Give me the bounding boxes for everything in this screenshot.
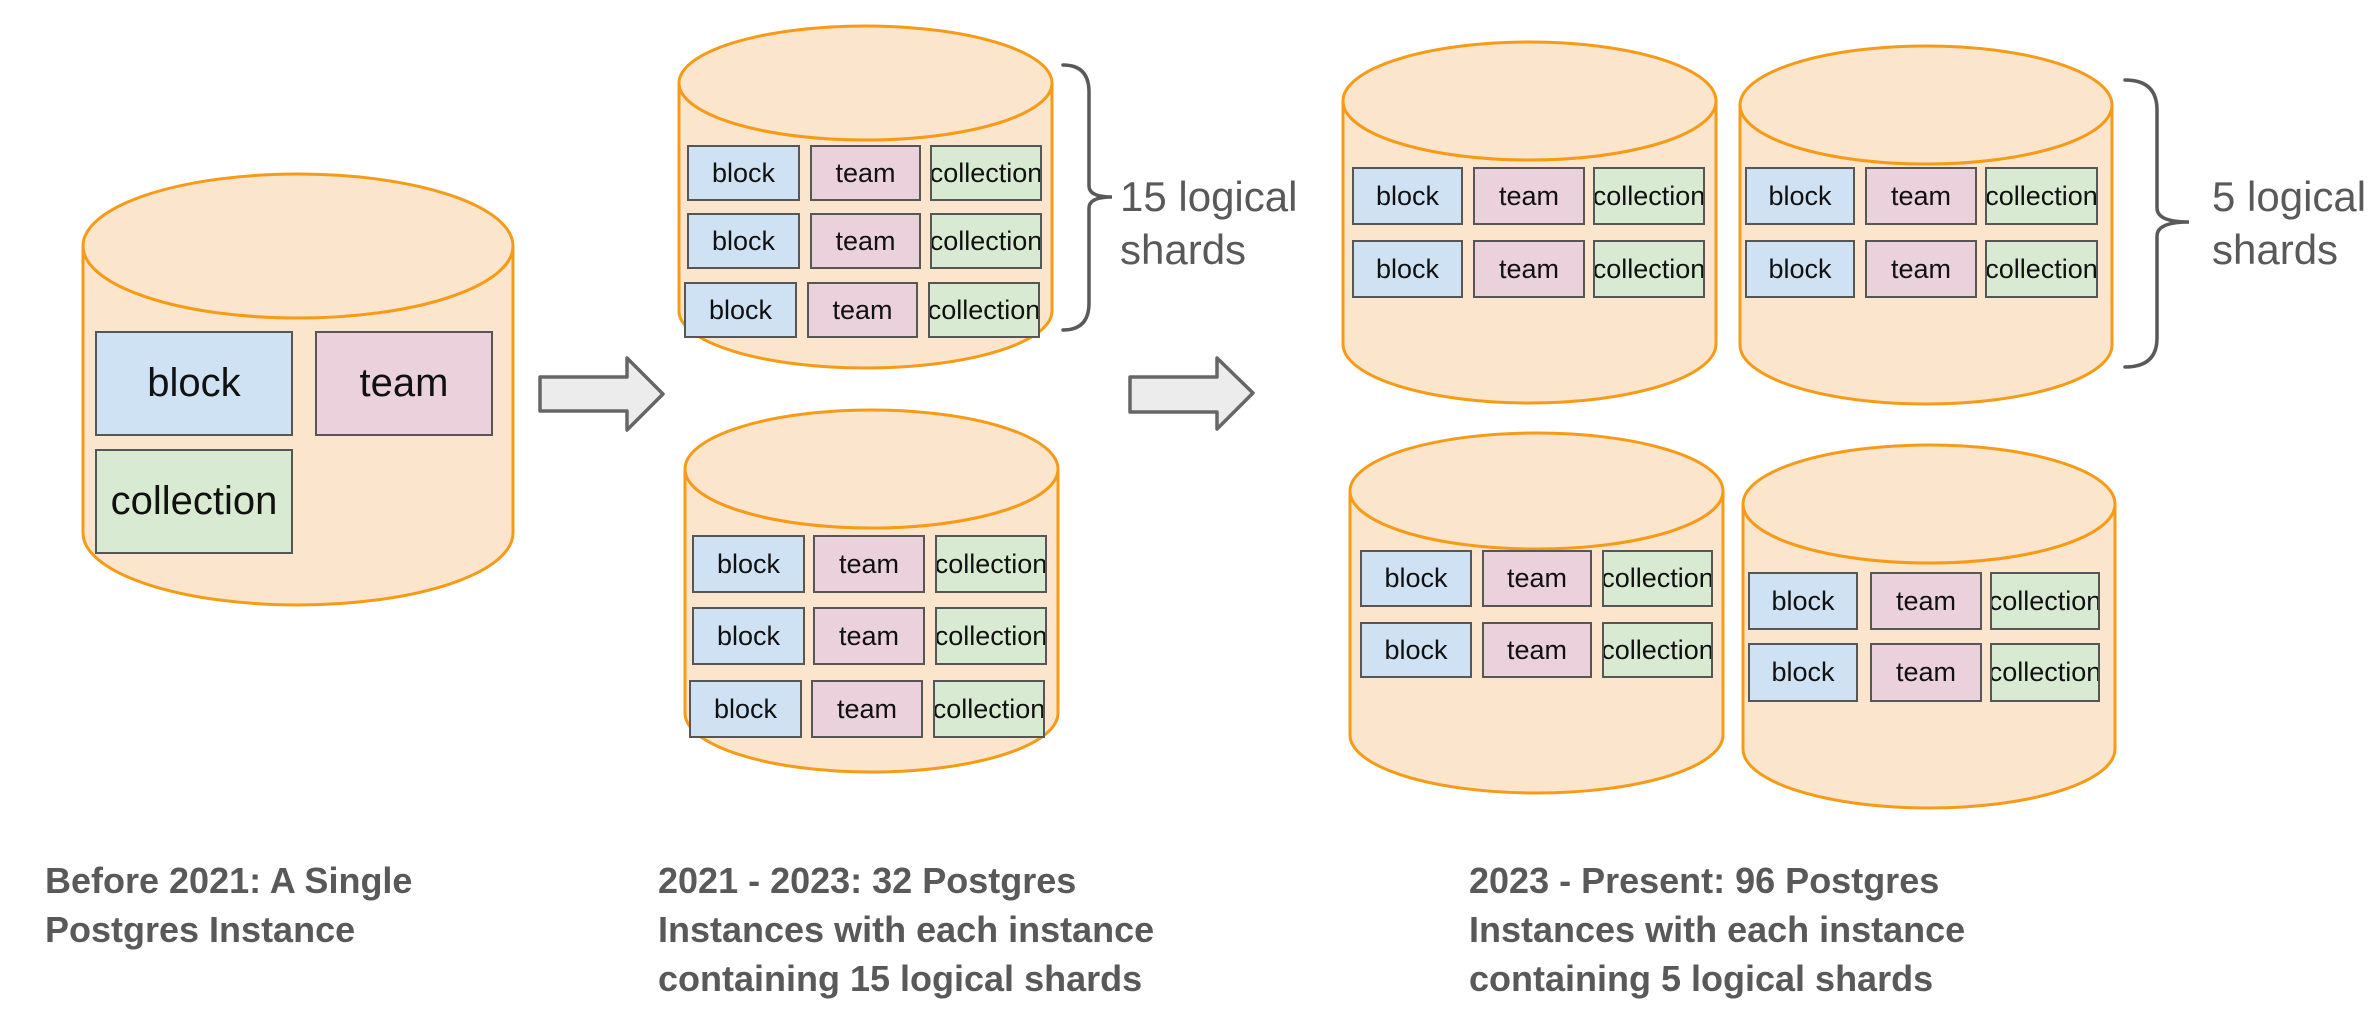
cylinder-top-rim [677,24,1054,142]
table-box-block: block [1748,643,1858,702]
table-box-team: team [813,535,925,593]
caption-line: Postgres Instance [45,909,356,950]
annotation-line: 15 logical [1120,173,1298,220]
cylinder-top-rim [1341,40,1718,162]
caption-line: containing 5 logical shards [1469,958,1934,999]
caption-line: 2023 - Present: 96 Postgres [1469,860,1940,901]
table-box-collection: collection [935,607,1047,665]
table-box-team: team [1482,550,1592,607]
table-box-collection: collection [935,535,1047,593]
caption-line: Instances with each instance [1469,909,1966,950]
table-box-collection: collection [933,680,1045,738]
table-box-block: block [687,213,800,269]
cylinder-top-rim [1741,443,2117,565]
table-box-block: block [689,680,802,738]
table-box-team: team [810,145,921,201]
postgres-instance-cylinder [1348,431,1725,795]
table-box-team: team [811,680,923,738]
stage1-caption: Before 2021: A Single Postgres Instance [45,856,412,954]
cylinder-top-rim [1348,431,1725,551]
table-box-block: block [1745,167,1855,225]
table-box-block: block [692,535,805,593]
table-box-collection: collection [1602,550,1713,607]
caption-line: 2021 - 2023: 32 Postgres [658,860,1077,901]
table-box-collection: collection [1990,572,2100,630]
table-box-block: block [95,331,293,436]
table-box-block: block [687,145,800,201]
shards-5-annotation: 5 logical shards [2212,170,2366,276]
table-box-team: team [1865,240,1977,298]
table-box-block: block [1745,240,1855,298]
table-box-team: team [1482,622,1592,678]
caption-line: Instances with each instance [658,909,1155,950]
shards-15-annotation: 15 logical shards [1120,170,1297,276]
arrow-right-icon [1128,356,1255,431]
table-box-collection: collection [1593,240,1705,298]
table-box-collection: collection [930,213,1042,269]
table-box-collection: collection [1985,167,2098,225]
table-box-collection: collection [928,282,1040,338]
table-box-block: block [1748,572,1858,630]
table-box-collection: collection [1990,643,2100,702]
table-box-block: block [692,607,805,665]
arrow-right-icon [538,356,665,432]
stage2-caption: 2021 - 2023: 32 Postgres Instances with … [658,856,1154,1003]
stage3-caption: 2023 - Present: 96 Postgres Instances wi… [1469,856,1965,1003]
table-box-block: block [1352,240,1463,298]
table-box-collection: collection [95,449,293,554]
cylinder-top-rim [81,172,515,320]
caption-line: containing 15 logical shards [658,958,1143,999]
table-box-block: block [1352,167,1463,225]
table-box-team: team [1865,167,1977,225]
table-box-block: block [1360,622,1472,678]
table-box-collection: collection [1985,240,2098,298]
table-box-collection: collection [1593,167,1705,225]
annotation-line: shards [1120,226,1247,273]
table-box-collection: collection [1602,622,1713,678]
table-box-collection: collection [930,145,1042,201]
table-box-team: team [1473,167,1585,225]
table-box-team: team [813,607,925,665]
table-box-team: team [1473,240,1585,298]
table-box-team: team [1870,572,1982,630]
curly-brace-5-shards [2123,78,2190,369]
caption-line: Before 2021: A Single [45,860,413,901]
table-box-team: team [807,282,918,338]
curly-brace-15-shards [1061,63,1113,332]
annotation-line: shards [2212,226,2339,273]
postgres-instance-cylinder [1738,44,2114,406]
table-box-team: team [1870,643,1982,702]
annotation-line: 5 logical [2212,173,2367,220]
table-box-team: team [315,331,493,436]
table-box-team: team [810,213,921,269]
cylinder-top-rim [683,408,1060,530]
table-box-block: block [684,282,797,338]
cylinder-top-rim [1738,44,2114,166]
table-box-block: block [1360,550,1472,607]
